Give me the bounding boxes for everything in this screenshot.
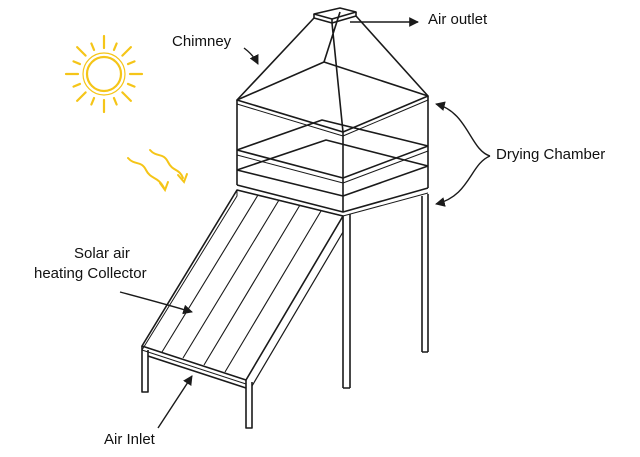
sun-ray [76, 46, 87, 57]
chimney-label: Chimney [172, 33, 232, 50]
drying-chamber-brace-bottom [435, 155, 491, 207]
chamber-top [236, 61, 429, 133]
sun-ray [72, 60, 82, 66]
collector-frame [141, 189, 344, 381]
sun-ray [90, 42, 96, 52]
drying-chamber-label: Drying Chamber [496, 146, 606, 163]
tray-1 [236, 145, 429, 179]
sun-ray [72, 82, 82, 88]
drying-chamber-brace-top [435, 101, 491, 157]
callout-arrows [119, 17, 491, 429]
chimney-edges [236, 11, 429, 133]
sun-icon [64, 34, 144, 114]
sun-ray [121, 46, 132, 57]
chimney-arrow [243, 47, 259, 65]
air-inlet-label: Air Inlet [104, 431, 155, 448]
sun-ray [112, 42, 118, 52]
sun-ray [90, 96, 96, 106]
collector-label-line2: heating Collector [34, 265, 147, 282]
dryer-structure [141, 7, 429, 429]
legs [342, 194, 429, 389]
sun-ray [126, 60, 136, 66]
air-inlet-arrow [157, 375, 193, 429]
sun-ray [76, 91, 87, 102]
tray-2 [236, 165, 429, 197]
sun-ray [126, 82, 136, 88]
heat-rays-icon [127, 149, 188, 193]
collector-label-line1: Solar air [74, 245, 130, 262]
collector-strips [161, 194, 322, 373]
air-outlet-label: Air outlet [428, 11, 488, 28]
sun-ray [121, 91, 132, 102]
collector-arrow [119, 291, 193, 315]
sun-ray [112, 96, 118, 106]
